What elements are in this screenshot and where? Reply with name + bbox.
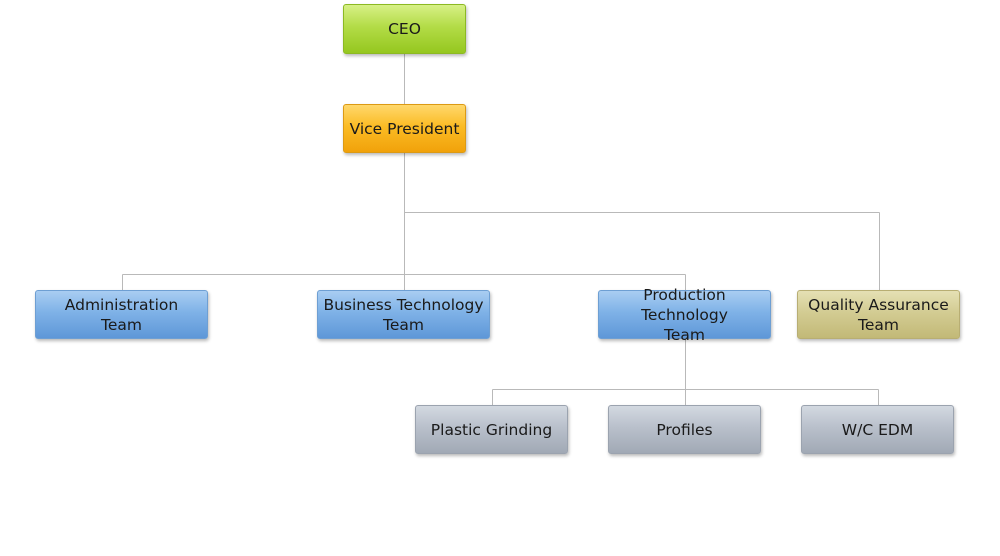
quality-assurance-team-box: Quality Assurance Team: [797, 290, 960, 339]
administration-team-box: Administration Team: [35, 290, 208, 339]
profiles-box: Profiles: [608, 405, 761, 454]
plastic-grinding-box: Plastic Grinding: [415, 405, 568, 454]
production-technology-team-box: Production Technology Team: [598, 286, 771, 344]
vice-president-box: Vice President: [343, 104, 466, 153]
business-technology-team-box: Business Technology Team: [317, 290, 490, 339]
wc-edm-box: W/C EDM: [801, 405, 954, 454]
ceo-box: CEO: [343, 4, 466, 54]
